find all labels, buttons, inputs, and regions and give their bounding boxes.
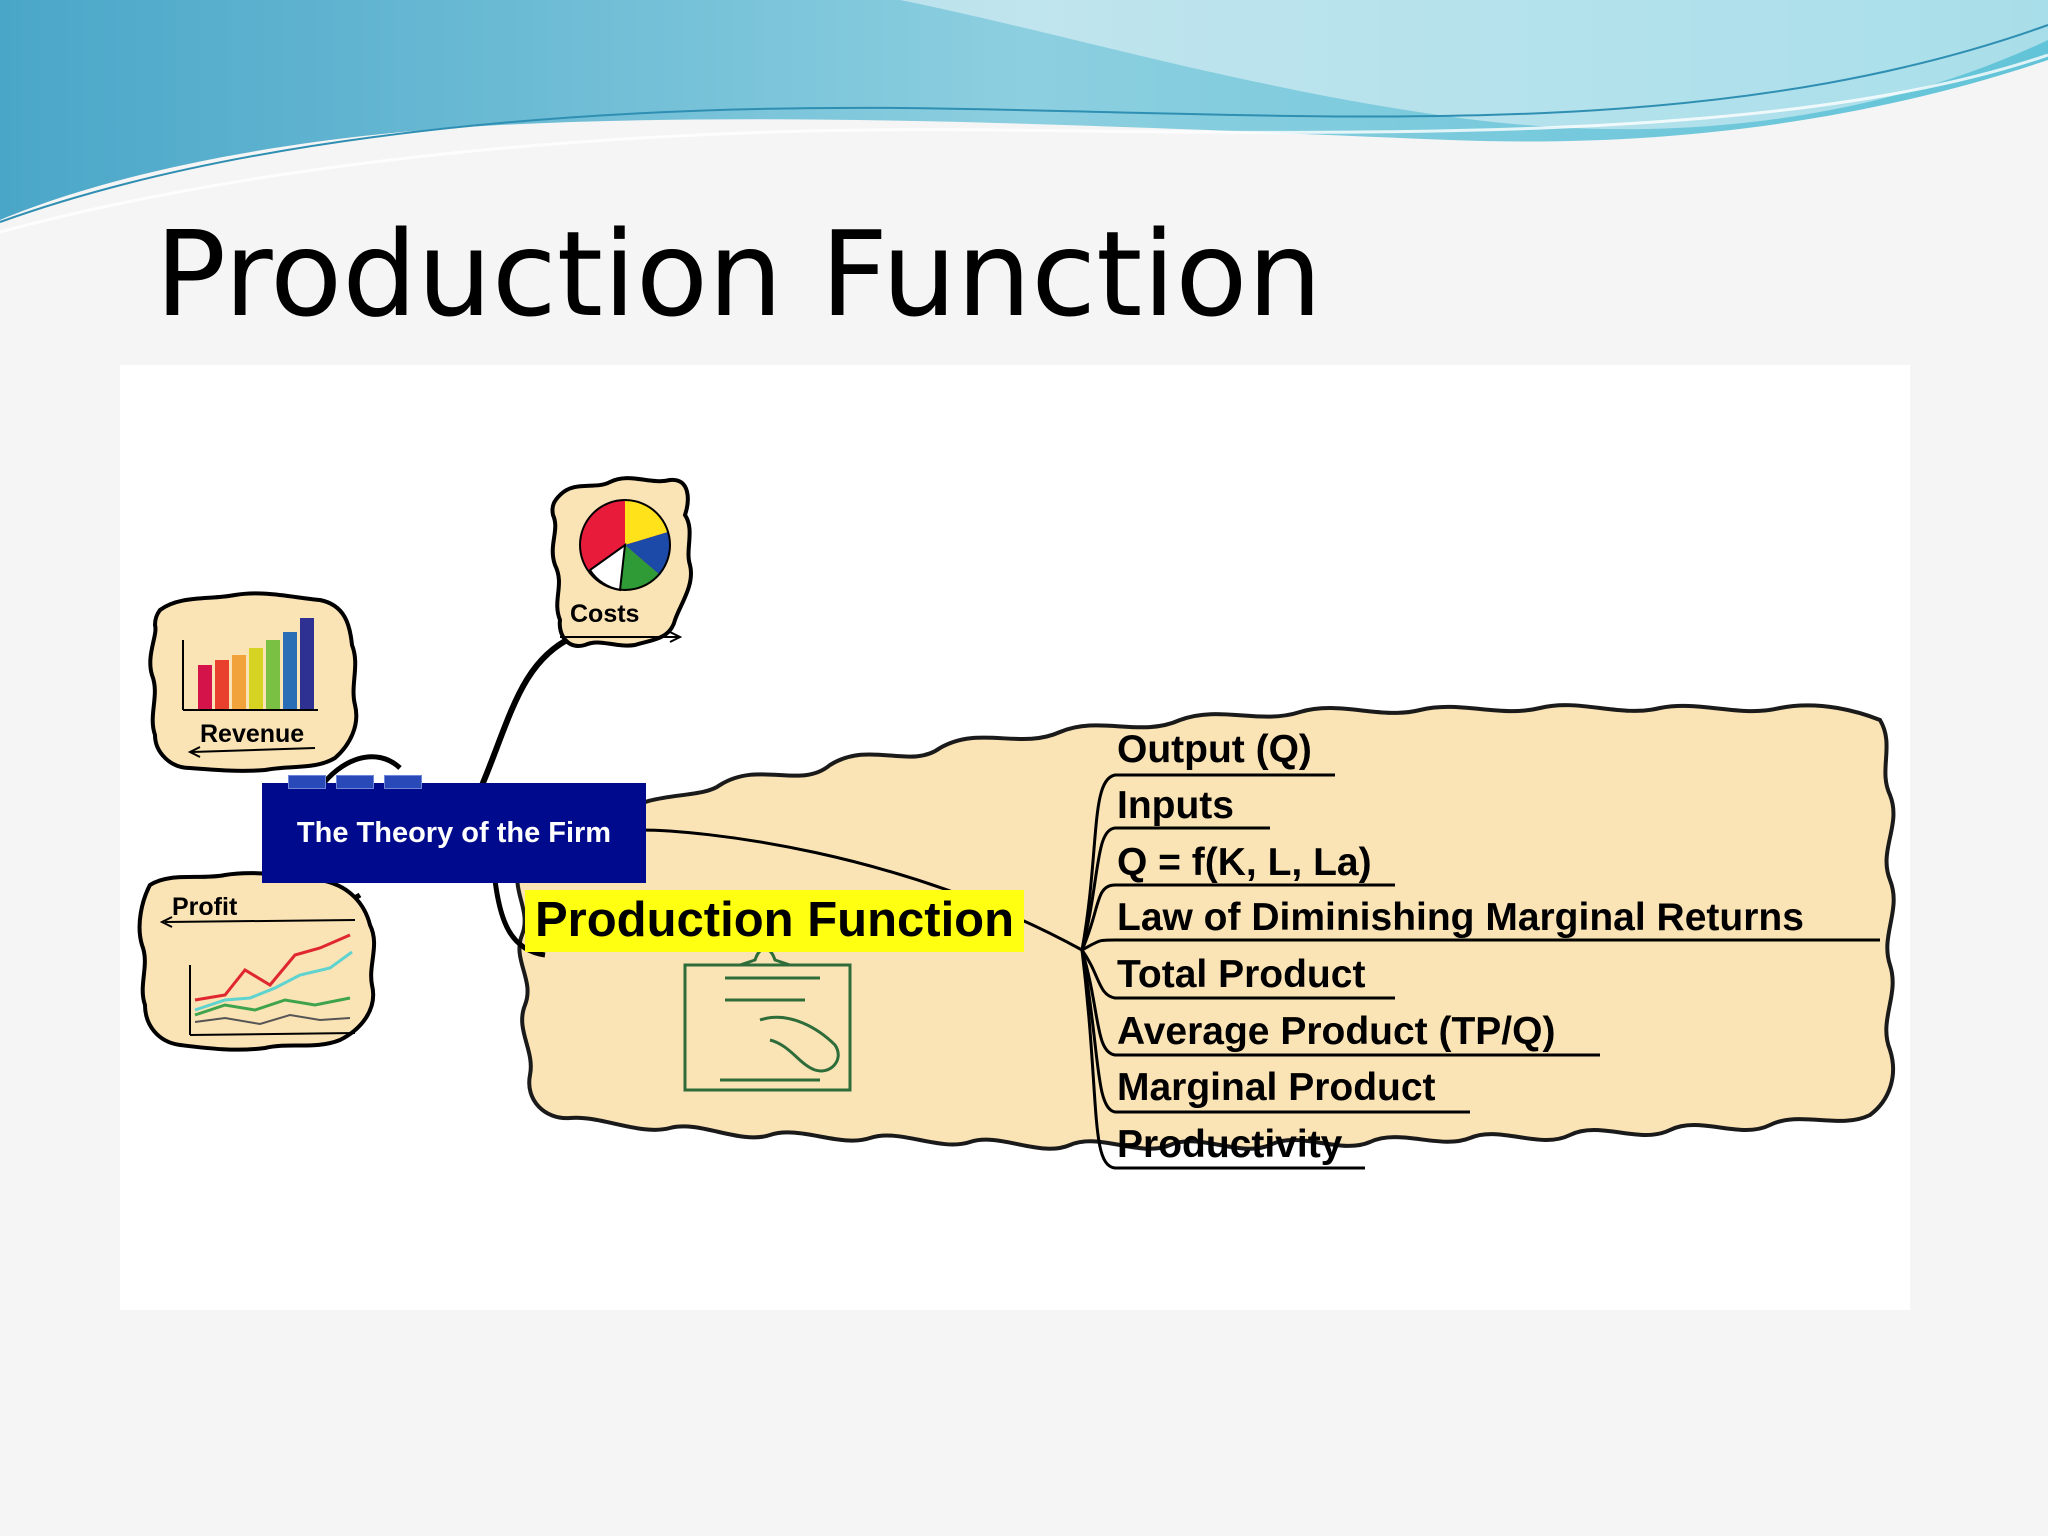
central-topic-tabs <box>288 775 422 789</box>
bar-chart-icon <box>182 618 318 711</box>
slide-title: Production Function <box>155 205 1323 343</box>
subtopic-inputs: Inputs <box>1117 784 1234 827</box>
subtopic-connectors <box>1080 773 1880 1170</box>
central-topic-node: The Theory of the Firm <box>262 775 646 883</box>
subtopic-average-product: Average Product (TP/Q) <box>1117 1010 1556 1053</box>
connector-production <box>492 879 546 958</box>
focus-topic-label: Production Function <box>525 890 1025 952</box>
connector-revenue <box>317 754 402 790</box>
subtopic-diminishing-returns: Law of Diminishing Marginal Returns <box>1117 896 1804 939</box>
clipboard-hand-icon <box>683 947 852 1092</box>
branch-profit-label: Profit <box>172 893 238 921</box>
line-chart-icon <box>189 933 356 1036</box>
subtopic-total-product: Total Product <box>1117 953 1366 996</box>
pie-chart-icon <box>579 499 671 592</box>
subtopic-productivity: Productivity <box>1117 1123 1343 1166</box>
central-topic-label: The Theory of the Firm <box>296 816 612 849</box>
branch-costs-label: Costs <box>570 600 640 628</box>
branch-revenue-label: Revenue <box>200 720 305 748</box>
subtopic-formula: Q = f(K, L, La) <box>1117 841 1372 884</box>
header-wave-decoration <box>0 0 2048 234</box>
connector-costs <box>477 633 577 792</box>
subtopic-output: Output (Q) <box>1117 728 1312 771</box>
production-cloud-shape <box>515 703 1896 1151</box>
subtopic-marginal-product: Marginal Product <box>1117 1066 1436 1109</box>
